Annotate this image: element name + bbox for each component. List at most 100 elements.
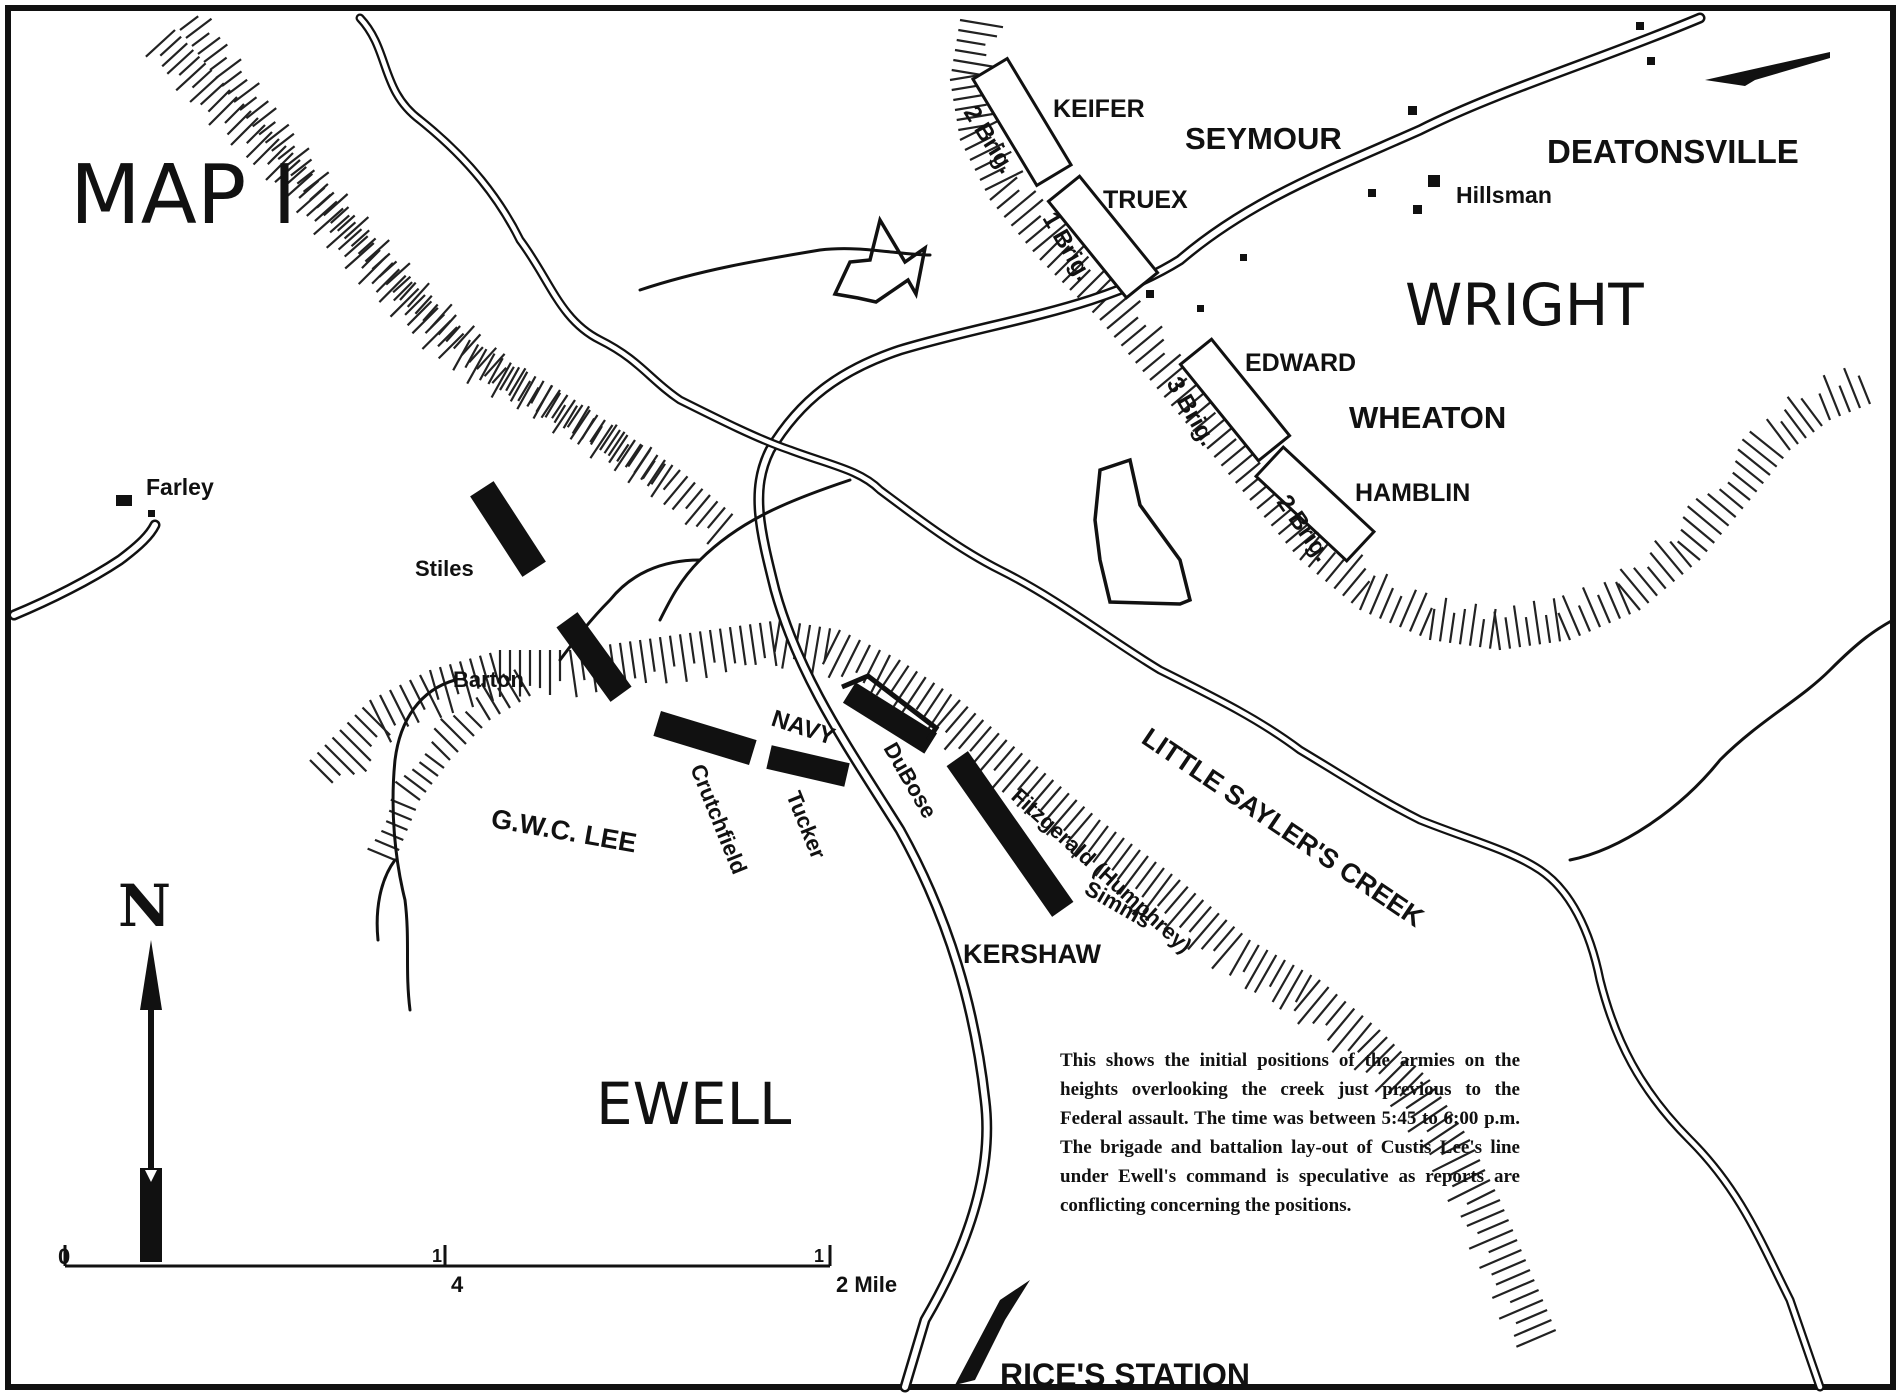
hachure-stroke: [1617, 582, 1641, 611]
hachure-stroke: [738, 625, 747, 666]
hachure-stroke: [1293, 979, 1321, 1012]
hachure-stroke: [1399, 1072, 1424, 1097]
hachure-stroke: [1087, 825, 1109, 853]
hachure-stroke: [433, 727, 459, 753]
hachure-stroke: [1428, 1130, 1465, 1156]
hachure-stroke: [958, 124, 987, 132]
hachure-stroke: [1557, 612, 1572, 641]
attack-arrows: [832, 215, 1193, 606]
hachure-stroke: [706, 513, 734, 545]
hachure-stroke: [1410, 1096, 1443, 1119]
hachure-stroke: [1279, 969, 1304, 1010]
hachure-stroke: [350, 229, 370, 248]
hachure-stroke: [969, 725, 992, 752]
hachure-stroke: [618, 642, 627, 682]
hachure-stroke: [758, 622, 767, 659]
hachure-stroke: [1495, 1268, 1531, 1286]
direction-wedges: [955, 52, 1830, 1385]
hachure-stroke: [191, 69, 213, 89]
hachure-stroke: [706, 506, 726, 529]
hachure-stroke: [1718, 488, 1744, 510]
hachure-stroke: [367, 847, 396, 862]
terrain-hachures: [145, 15, 1872, 1348]
hachure-stroke: [339, 729, 372, 762]
creeks: [355, 13, 1895, 1392]
hachure-stroke: [1737, 448, 1771, 476]
hachure-stroke: [1428, 608, 1436, 641]
deatonsville-wedge: [1705, 52, 1830, 86]
hachure-stroke: [1116, 849, 1141, 881]
dubose-line: [842, 682, 938, 754]
label-hillsman: Hillsman: [1456, 182, 1552, 208]
keifer-brigade: [970, 56, 1074, 188]
hachure-stroke: [404, 294, 426, 316]
hachure-stroke: [343, 216, 370, 240]
hachure-stroke: [464, 710, 483, 729]
hachure-stroke: [1451, 1169, 1486, 1188]
hachure-stroke: [1040, 785, 1062, 811]
hachure-stroke: [663, 475, 689, 506]
hachure-stroke: [648, 638, 656, 672]
hachure-stroke: [325, 221, 357, 249]
hachure-stroke: [566, 404, 584, 428]
hachure-stroke: [1780, 420, 1799, 445]
hachure-stroke: [497, 687, 511, 709]
hachure-stroke: [226, 110, 252, 136]
hachure-stroke: [1466, 1189, 1496, 1205]
hachure-stroke: [571, 405, 591, 435]
buildings: [116, 22, 1655, 517]
map-title: MAP I: [70, 148, 297, 243]
hachure-stroke: [1447, 1159, 1481, 1177]
hachure-stroke: [490, 362, 512, 399]
hachure-stroke: [1253, 954, 1278, 994]
hachure-stroke: [1045, 799, 1078, 836]
label-keifer: KEIFER: [1053, 95, 1145, 123]
hachure-stroke: [989, 176, 1018, 201]
hachure-stroke: [239, 96, 258, 111]
hachure-stroke: [1615, 581, 1632, 615]
scale-bar: [63, 1245, 832, 1268]
hachure-stroke: [633, 446, 653, 474]
north-arrow: [140, 940, 162, 1262]
hachure-stroke: [313, 207, 344, 236]
hachure-stroke: [1164, 885, 1189, 915]
hachure-stroke: [246, 124, 266, 144]
hachure-stroke: [599, 424, 618, 451]
hachure-stroke: [491, 366, 508, 384]
hachure-stroke: [923, 693, 953, 735]
hachure-stroke: [540, 389, 561, 419]
hachure-stroke: [488, 652, 500, 684]
hachure-stroke: [1577, 605, 1592, 632]
hachure-stroke: [1561, 595, 1582, 637]
scale-half-num: 1: [814, 1246, 824, 1266]
hachure-stroke: [1003, 190, 1037, 218]
hachure-stroke: [1213, 438, 1237, 458]
hachure-stroke: [411, 307, 439, 335]
hachure-stroke: [516, 375, 537, 410]
hachure-stroke: [773, 619, 782, 652]
hachure-stroke: [1061, 255, 1090, 284]
hachure-stroke: [1368, 573, 1389, 615]
hachure-stroke: [316, 191, 335, 209]
hachure-stroke: [277, 145, 296, 160]
hachure-stroke: [1378, 587, 1395, 620]
hachure-stroke: [974, 150, 1012, 171]
hachure-stroke: [274, 159, 301, 184]
hachure-stroke: [1388, 595, 1403, 624]
hachure-stroke: [452, 325, 476, 350]
hachure-stroke: [1646, 566, 1667, 590]
hachure-stroke: [1843, 367, 1862, 409]
hachure-stroke: [1023, 779, 1055, 815]
hachure-stroke: [378, 260, 398, 278]
label-wright: WRIGHT: [1405, 271, 1644, 339]
hachure-stroke: [1069, 269, 1091, 291]
hachure-stroke: [811, 626, 822, 675]
hachure-stroke: [296, 169, 316, 185]
hachure-stroke: [1284, 522, 1310, 544]
hachure-stroke: [1268, 959, 1286, 988]
hachure-stroke: [1426, 1113, 1454, 1133]
hachure-stroke: [1504, 617, 1512, 649]
hachure-stroke: [378, 274, 407, 303]
hachure-stroke: [445, 325, 461, 343]
hachure-stroke: [1389, 1079, 1431, 1108]
